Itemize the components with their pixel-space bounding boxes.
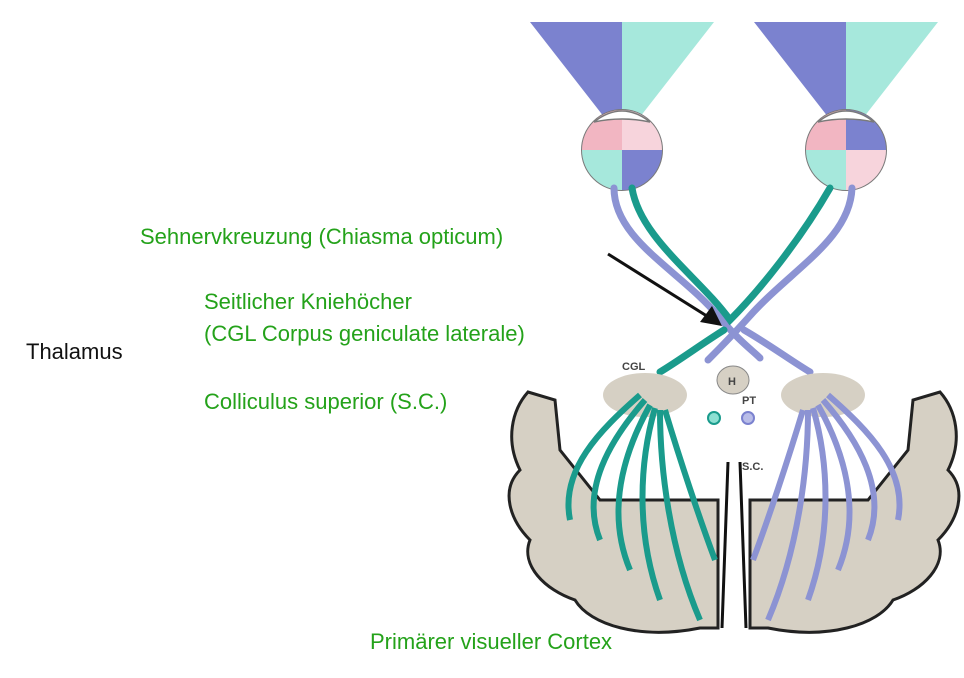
left-visual-field (530, 22, 714, 140)
thalamus-label: Thalamus (26, 339, 123, 364)
thalamic-nuclei (707, 365, 755, 425)
optic-radiation-right (750, 392, 903, 622)
midline-fissure (720, 461, 748, 629)
pt-tag: PT (742, 395, 756, 407)
sc-tag: S.C. (742, 461, 763, 473)
chiasma-label: Sehnervkreuzung (Chiasma opticum) (140, 224, 504, 249)
right-eye (805, 109, 887, 191)
cgl-label-line2: (CGL Corpus geniculate laterale) (204, 321, 525, 346)
chiasma-arrow (607, 252, 722, 326)
optic-radiation-left (565, 392, 718, 622)
cortex-label: Primärer visueller Cortex (370, 629, 613, 654)
colliculus-label: Colliculus superior (S.C.) (204, 389, 448, 414)
optic-nerves (610, 184, 856, 376)
right-visual-field (754, 22, 938, 140)
left-eye (581, 109, 663, 191)
h-tag: H (728, 376, 736, 388)
cgl-label-line1: Seitlicher Kniehöcher (204, 289, 412, 314)
cgl-tag: CGL (622, 361, 646, 373)
cortex-outline (507, 390, 961, 634)
